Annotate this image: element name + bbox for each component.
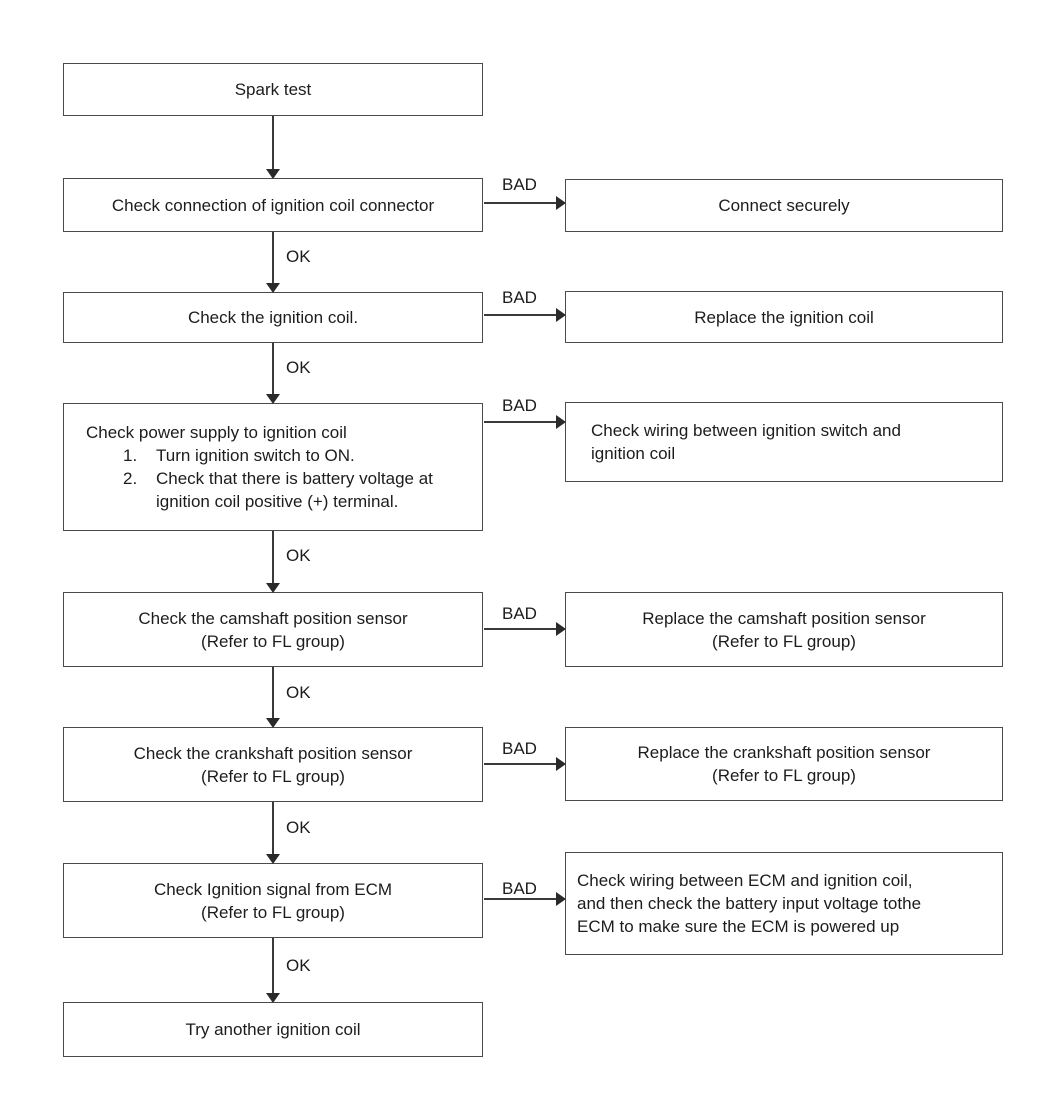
bad-label: BAD [500, 739, 539, 758]
step-text: Check that there is battery voltage at i… [156, 469, 433, 511]
arrow-down-icon [266, 169, 280, 179]
node-label-line: (Refer to FL group) [201, 902, 345, 922]
step-number: 1. [123, 446, 138, 465]
ok-label: OK [284, 247, 313, 266]
arrow-down-icon [266, 283, 280, 293]
node-replace-camshaft-sensor: Replace the camshaft position sensor (Re… [565, 592, 1003, 667]
node-label-line: (Refer to FL group) [712, 766, 856, 785]
node-try-another-coil: Try another ignition coil [63, 1002, 483, 1057]
node-check-ignition-coil: Check the ignition coil. [63, 292, 483, 343]
step-text: Turn ignition switch to ON. [156, 446, 355, 465]
ok-label: OK [284, 956, 313, 975]
node-label: Connect securely [718, 196, 850, 215]
step-number: 2. [123, 469, 138, 488]
arrow-right-icon [556, 308, 566, 322]
node-check-power-supply: Check power supply to ignition coil 1. T… [63, 403, 483, 531]
flow-line-horizontal [484, 763, 556, 765]
node-connect-securely: Connect securely [565, 179, 1003, 232]
node-check-wiring-switch: Check wiring between ignition switch and… [565, 402, 1003, 482]
ok-label: OK [284, 683, 313, 702]
bad-label: BAD [500, 604, 539, 623]
node-check-crankshaft-sensor: Check the crankshaft position sensor (Re… [63, 727, 483, 802]
flow-line-horizontal [484, 628, 556, 630]
node-label-line: ignition coil [591, 444, 676, 463]
flow-line-vertical [272, 531, 274, 584]
node-step-2: 2. Check that there is battery voltage a… [86, 467, 476, 513]
node-replace-ignition-coil: Replace the ignition coil [565, 291, 1003, 343]
arrow-down-icon [266, 854, 280, 864]
node-label-line: ECM to make sure the ECM is powered up [577, 917, 900, 936]
node-label-line: Check wiring between ECM and ignition co… [577, 871, 913, 890]
flow-line-horizontal [484, 421, 556, 423]
flow-line-vertical [272, 343, 274, 395]
arrow-right-icon [556, 892, 566, 906]
node-label-line: (Refer to FL group) [201, 631, 345, 651]
node-label: Check the ignition coil. [187, 308, 359, 327]
node-replace-crankshaft-sensor: Replace the crankshaft position sensor (… [565, 727, 1003, 801]
flow-line-vertical [272, 116, 274, 170]
flow-line-vertical [272, 802, 274, 855]
node-label-line: Replace the crankshaft position sensor [637, 743, 931, 762]
bad-label: BAD [500, 288, 539, 307]
node-label-line: Replace the camshaft position sensor [642, 608, 926, 628]
node-label-line: Check the crankshaft position sensor [133, 743, 413, 763]
node-label-line: Check Ignition signal from ECM [153, 879, 393, 899]
arrow-down-icon [266, 394, 280, 404]
node-spark-test: Spark test [63, 63, 483, 116]
flow-line-horizontal [484, 314, 556, 316]
ok-label: OK [284, 818, 313, 837]
bad-label: BAD [500, 879, 539, 898]
arrow-right-icon [556, 196, 566, 210]
ok-label: OK [284, 546, 313, 565]
flow-line-horizontal [484, 898, 556, 900]
node-label-line: Check the camshaft position sensor [138, 608, 408, 628]
arrow-right-icon [556, 415, 566, 429]
node-check-ecm-wiring: Check wiring between ECM and ignition co… [565, 852, 1003, 955]
node-label: Replace the ignition coil [694, 307, 874, 327]
node-check-camshaft-sensor: Check the camshaft position sensor (Refe… [63, 592, 483, 667]
node-label-line: Check power supply to ignition coil [86, 423, 347, 442]
flow-line-vertical [272, 232, 274, 284]
node-label-line: and then check the battery input voltage… [577, 894, 922, 913]
flow-line-vertical [272, 667, 274, 719]
arrow-down-icon [266, 583, 280, 593]
node-label: Try another ignition coil [185, 1020, 361, 1039]
node-check-ecm-signal: Check Ignition signal from ECM (Refer to… [63, 863, 483, 938]
flow-line-vertical [272, 938, 274, 994]
arrow-down-icon [266, 993, 280, 1003]
arrow-right-icon [556, 757, 566, 771]
arrow-right-icon [556, 622, 566, 636]
bad-label: BAD [500, 396, 539, 415]
node-label-line: Check wiring between ignition switch and [591, 421, 901, 440]
arrow-down-icon [266, 718, 280, 728]
node-step-1: 1. Turn ignition switch to ON. [86, 444, 355, 467]
node-label: Spark test [234, 80, 312, 99]
node-check-connection: Check connection of ignition coil connec… [63, 178, 483, 232]
node-label-line: (Refer to FL group) [712, 631, 856, 651]
flow-line-horizontal [484, 202, 556, 204]
node-label: Check connection of ignition coil connec… [111, 195, 435, 215]
ok-label: OK [284, 358, 313, 377]
node-label-line: (Refer to FL group) [201, 766, 345, 786]
bad-label: BAD [500, 175, 539, 194]
